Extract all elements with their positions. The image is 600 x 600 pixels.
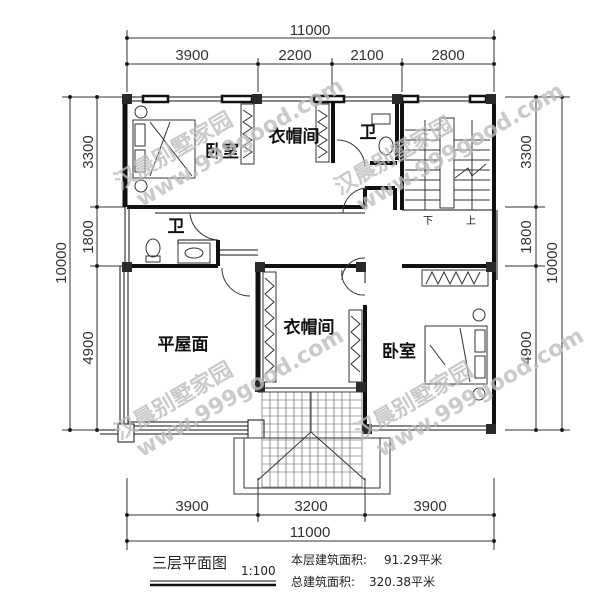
dim-bottom-seg-1: 3900 xyxy=(175,498,208,515)
dim-top-seg-1: 3900 xyxy=(175,47,208,64)
drawing-title: 三层平面图 xyxy=(152,554,227,572)
bottom-dimension-lines xyxy=(124,478,497,550)
dim-top-total: 11000 xyxy=(290,22,331,39)
dim-left-seg-2: 1800 xyxy=(80,220,97,253)
label-bedroom-south: 卧室 xyxy=(382,341,416,362)
total-area-label: 总建筑面积: xyxy=(291,574,355,589)
wardrobe-south xyxy=(262,269,366,383)
dim-right-seg-2: 1800 xyxy=(518,220,535,253)
drawing-scale: 1:100 xyxy=(241,564,276,578)
dim-top-seg-4: 2800 xyxy=(431,47,464,64)
wardrobe-north xyxy=(240,103,330,165)
porch-outline xyxy=(233,392,391,495)
columns xyxy=(122,94,496,434)
dim-bottom-seg-2: 3200 xyxy=(294,498,327,515)
floor-area-label: 本层建筑面积: xyxy=(291,552,367,567)
bath-north-fixtures xyxy=(336,113,394,214)
stair-up-label: 上 xyxy=(466,215,476,227)
pilasters xyxy=(117,419,265,443)
porch-roof xyxy=(261,391,363,488)
bed-north xyxy=(132,105,196,193)
stair-treads xyxy=(405,117,490,210)
dim-left-seg-3: 4900 xyxy=(80,331,97,364)
label-flat-roof: 平屋面 xyxy=(158,335,209,355)
dim-left-total: 10000 xyxy=(53,242,70,284)
dim-right-seg-3: 4900 xyxy=(518,331,535,364)
label-bedroom-north: 卧室 xyxy=(205,141,239,162)
label-closet-north: 衣帽间 xyxy=(269,126,320,147)
top-dimension-lines xyxy=(124,30,497,92)
floor-area-value: 91.29平米 xyxy=(384,553,442,567)
bath-west-fixtures xyxy=(145,213,251,297)
stair-down-label: 下 xyxy=(423,216,433,227)
label-bath-north: 卫 xyxy=(360,123,377,143)
bed-south xyxy=(341,257,489,401)
dim-top-seg-2: 2200 xyxy=(278,47,311,64)
dim-top-seg-3: 2100 xyxy=(350,47,383,64)
left-dimension-lines xyxy=(62,94,125,433)
dim-bottom-seg-3: 3900 xyxy=(413,498,446,515)
dim-bottom-total: 11000 xyxy=(290,524,331,541)
right-dimension-lines xyxy=(505,94,570,433)
label-bath-west: 卫 xyxy=(168,217,185,237)
dim-right-total: 10000 xyxy=(544,242,561,284)
dim-right-seg-1: 3300 xyxy=(518,135,535,168)
label-closet-south: 衣帽间 xyxy=(284,317,335,338)
total-area-value: 320.38平米 xyxy=(369,575,435,589)
dim-left-seg-1: 3300 xyxy=(80,135,97,168)
